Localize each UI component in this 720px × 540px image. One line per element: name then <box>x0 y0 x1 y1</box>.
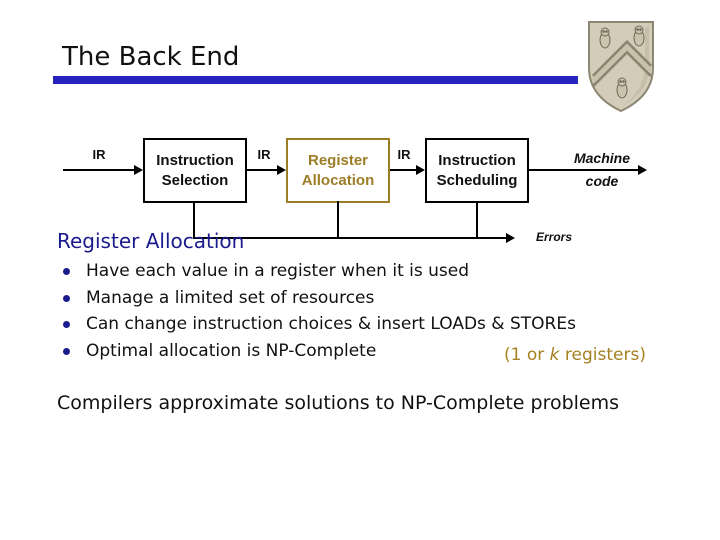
ir-label-3: IR <box>397 147 411 162</box>
arrow-line-3 <box>390 169 418 171</box>
stage-label: Register <box>307 151 369 169</box>
ir-label-1: IR <box>92 147 106 162</box>
list-item: Can change instruction choices & insert … <box>63 314 663 341</box>
arrowhead-3-icon <box>416 165 425 175</box>
arrowhead-2-icon <box>277 165 286 175</box>
bullet-icon <box>63 321 70 328</box>
bullet-list: Have each value in a register when it is… <box>63 261 663 367</box>
arrow-line-output <box>529 169 639 171</box>
note-prefix: (1 or <box>504 345 550 365</box>
stage-label: Instruction <box>156 151 234 169</box>
machine-code-label-line2: code <box>585 173 619 189</box>
arrow-line-2 <box>247 169 278 171</box>
note-suffix: registers) <box>559 345 646 365</box>
list-item: Manage a limited set of resources <box>63 288 663 315</box>
stage-label: Selection <box>161 171 229 189</box>
stage-box-register-allocation: Register Allocation <box>286 138 390 203</box>
university-crest-icon <box>588 21 654 113</box>
registers-note: (1 or k registers) <box>504 345 646 365</box>
stage-label: Instruction <box>438 151 516 169</box>
stage-label: Allocation <box>301 171 375 189</box>
ir-label-2: IR <box>257 147 271 162</box>
arrowhead-output-icon <box>638 165 647 175</box>
bullet-icon <box>63 294 70 302</box>
note-k-variable: k <box>549 345 560 365</box>
bullet-text: Manage a limited set of resources <box>86 287 375 308</box>
bullet-icon <box>63 347 70 355</box>
bullet-text: Have each value in a register when it is… <box>86 261 470 281</box>
section-heading: Register Allocation <box>57 229 245 253</box>
arrowhead-errors-icon <box>506 233 515 243</box>
bullet-icon <box>63 268 70 275</box>
list-item: Optimal allocation is NP-Complete <box>63 341 663 368</box>
bullet-text: Optimal allocation is NP-Complete <box>86 340 377 361</box>
title-underline-bar <box>53 76 578 84</box>
stage-box-instruction-scheduling: Instruction Scheduling <box>425 138 529 203</box>
stage-label: Scheduling <box>436 171 518 189</box>
errors-collector-line <box>193 237 507 239</box>
errors-label: Errors <box>536 230 573 244</box>
closing-statement: Compilers approximate solutions to NP-Co… <box>57 392 620 414</box>
machine-code-label-line1: Machine <box>573 150 630 166</box>
arrow-line-input <box>63 169 136 171</box>
bullet-text: Can change instruction choices & insert … <box>86 314 576 334</box>
error-line-from-scheduling <box>476 201 478 239</box>
page-title: The Back End <box>62 42 240 72</box>
error-line-from-selection <box>193 203 195 239</box>
list-item: Have each value in a register when it is… <box>63 261 663 288</box>
stage-box-instruction-selection: Instruction Selection <box>143 138 247 203</box>
error-line-from-allocation <box>337 201 339 239</box>
arrowhead-input-icon <box>134 165 143 175</box>
